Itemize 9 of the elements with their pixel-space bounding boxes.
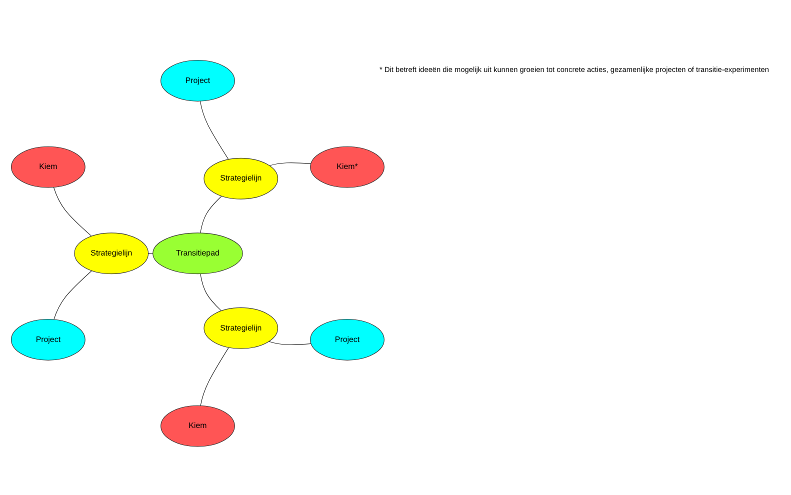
connector <box>148 252 153 254</box>
connector <box>200 195 222 233</box>
connector <box>200 273 221 310</box>
connector <box>52 186 92 236</box>
connector <box>53 270 92 320</box>
connector <box>199 100 228 160</box>
connector <box>268 162 310 166</box>
connector <box>268 340 311 345</box>
connector <box>200 346 228 406</box>
